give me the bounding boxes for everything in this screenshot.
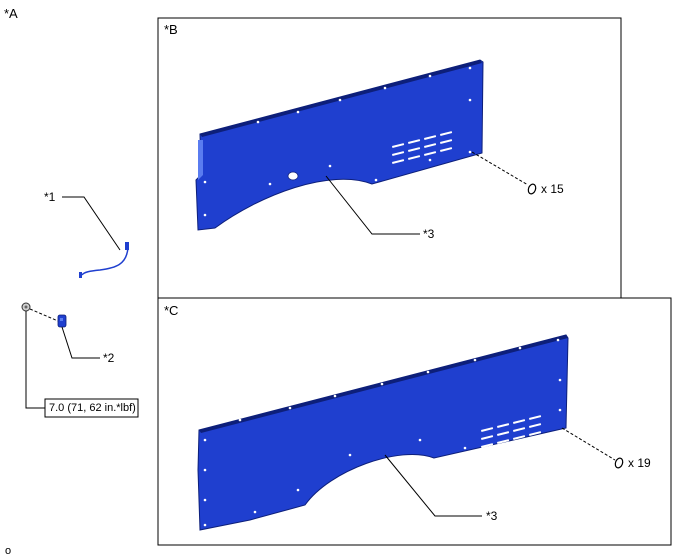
view-c-frame xyxy=(157,297,672,546)
panel-b-clip-holes xyxy=(203,66,472,217)
torque-box xyxy=(44,398,139,418)
panel-c-clip-holes xyxy=(203,338,562,527)
clip-count-c: x 19 xyxy=(628,456,651,470)
leader-clip-b xyxy=(471,151,529,186)
view-b-label: *B xyxy=(164,22,178,37)
leader-panel-c xyxy=(384,454,482,517)
panel-b-hole xyxy=(287,171,299,181)
panel-b-vent xyxy=(392,131,453,164)
torque-value: 7.0 (71, 62 in.*lbf) xyxy=(49,402,136,414)
leader-harness xyxy=(62,196,121,251)
panel-b xyxy=(195,59,484,231)
callout-harness: *1 xyxy=(44,190,56,204)
wire-harness xyxy=(79,242,129,278)
leader-torque xyxy=(25,311,45,409)
callout-panel-b: *3 xyxy=(423,227,435,241)
sensor-part xyxy=(57,314,67,328)
callout-panel-c: *3 xyxy=(486,509,498,523)
leader-panel-b xyxy=(325,175,420,235)
panel-c-vent xyxy=(480,415,542,448)
clip-count-b: x 15 xyxy=(541,182,564,196)
leader-bolt-dash xyxy=(29,308,59,322)
callout-bolt: *2 xyxy=(103,351,115,365)
footer-mark: o xyxy=(5,545,12,557)
view-c-label: *C xyxy=(164,303,179,318)
panel-c xyxy=(197,334,569,531)
view-a-label: *A xyxy=(4,6,18,21)
clip-b-icon xyxy=(527,183,537,195)
leader-part xyxy=(61,326,100,359)
leader-clip-c xyxy=(561,427,616,461)
clip-c-icon xyxy=(614,457,624,469)
